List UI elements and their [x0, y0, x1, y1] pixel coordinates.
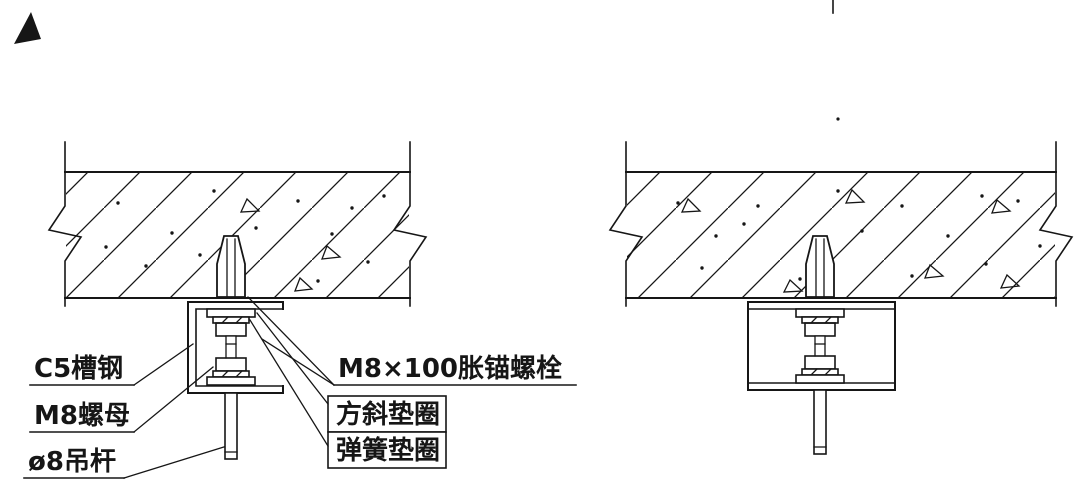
leader-spring-washer	[249, 319, 329, 447]
slab-right-break-line	[392, 141, 428, 307]
bolt-tip	[814, 335, 826, 345]
corner-mark	[14, 12, 41, 44]
bolt-tip	[225, 335, 237, 345]
m8-nut-top	[215, 322, 247, 337]
spring-washer-top	[212, 316, 250, 324]
left-detail: C5槽钢 M8螺母 ø8吊杆 M8×100胀锚螺栓 方斜垫圈 弹簧垫圈	[23, 141, 577, 479]
m8-nut-bottom	[215, 357, 247, 372]
spring-washer-slash	[810, 316, 832, 324]
slab-left-break-line	[47, 141, 83, 307]
leader-m8-nut	[133, 366, 214, 433]
label-hanger-rod: ø8吊杆	[28, 447, 116, 477]
fastener-stack	[206, 308, 256, 386]
aggregate-triangles	[239, 197, 342, 292]
rod-shaft-lines	[225, 343, 237, 359]
label-taper-washer: 方斜垫圈	[336, 399, 440, 430]
label-m8-nut: M8螺母	[34, 401, 130, 431]
left-anchor-assembly	[187, 235, 284, 460]
right-detail	[608, 141, 1074, 455]
spring-washer-bottom	[801, 368, 839, 376]
leader-anchor-bolt-1	[247, 296, 335, 386]
label-spring-washer: 弹簧垫圈	[336, 435, 440, 466]
expansion-anchor-wedge	[216, 235, 246, 298]
leader-hanger-rod	[123, 446, 225, 479]
label-anchor-bolt: M8×100胀锚螺栓	[338, 354, 562, 384]
expansion-anchor-wedge	[805, 235, 835, 298]
hanger-rod	[224, 392, 238, 460]
right-anchor-assembly	[747, 235, 896, 455]
spring-washer-slash	[221, 316, 243, 324]
taper-washer-bottom	[795, 374, 845, 384]
anchor-shaft-lines	[226, 238, 236, 297]
leader-anchor-bolt-2	[261, 338, 335, 386]
slab-left-break-line	[608, 141, 644, 307]
aggregate-dots	[104, 189, 386, 283]
m8-nut-bottom	[804, 355, 836, 370]
m8-nut-top	[804, 322, 836, 337]
leader-channel-steel	[133, 343, 194, 386]
slab-hatch	[627, 173, 1055, 297]
left-concrete-slab	[47, 141, 428, 307]
spring-washer-slash-2	[810, 368, 832, 376]
spring-washer-bottom	[212, 370, 250, 378]
taper-washer-bottom	[206, 376, 256, 386]
hanger-rod	[813, 389, 827, 455]
fastener-stack	[795, 308, 845, 384]
right-concrete-slab	[608, 141, 1074, 307]
spring-washer-slash-2	[221, 370, 243, 378]
anchor-shaft-lines	[815, 238, 825, 297]
left-callouts: C5槽钢 M8螺母 ø8吊杆 M8×100胀锚螺栓 方斜垫圈 弹簧垫圈	[23, 296, 577, 479]
rod-shaft-lines	[814, 343, 826, 357]
label-channel-steel: C5槽钢	[34, 354, 123, 384]
box-spring-washer	[327, 431, 447, 469]
taper-washer-top	[795, 308, 845, 318]
stray-dot	[836, 117, 840, 121]
aggregate-triangles	[680, 188, 1021, 293]
spring-washer-top	[801, 316, 839, 324]
leader-taper-washer	[256, 312, 329, 405]
aggregate-dots	[676, 189, 1042, 281]
slab-right-break-line	[1038, 141, 1074, 307]
taper-washer-top	[206, 308, 256, 318]
